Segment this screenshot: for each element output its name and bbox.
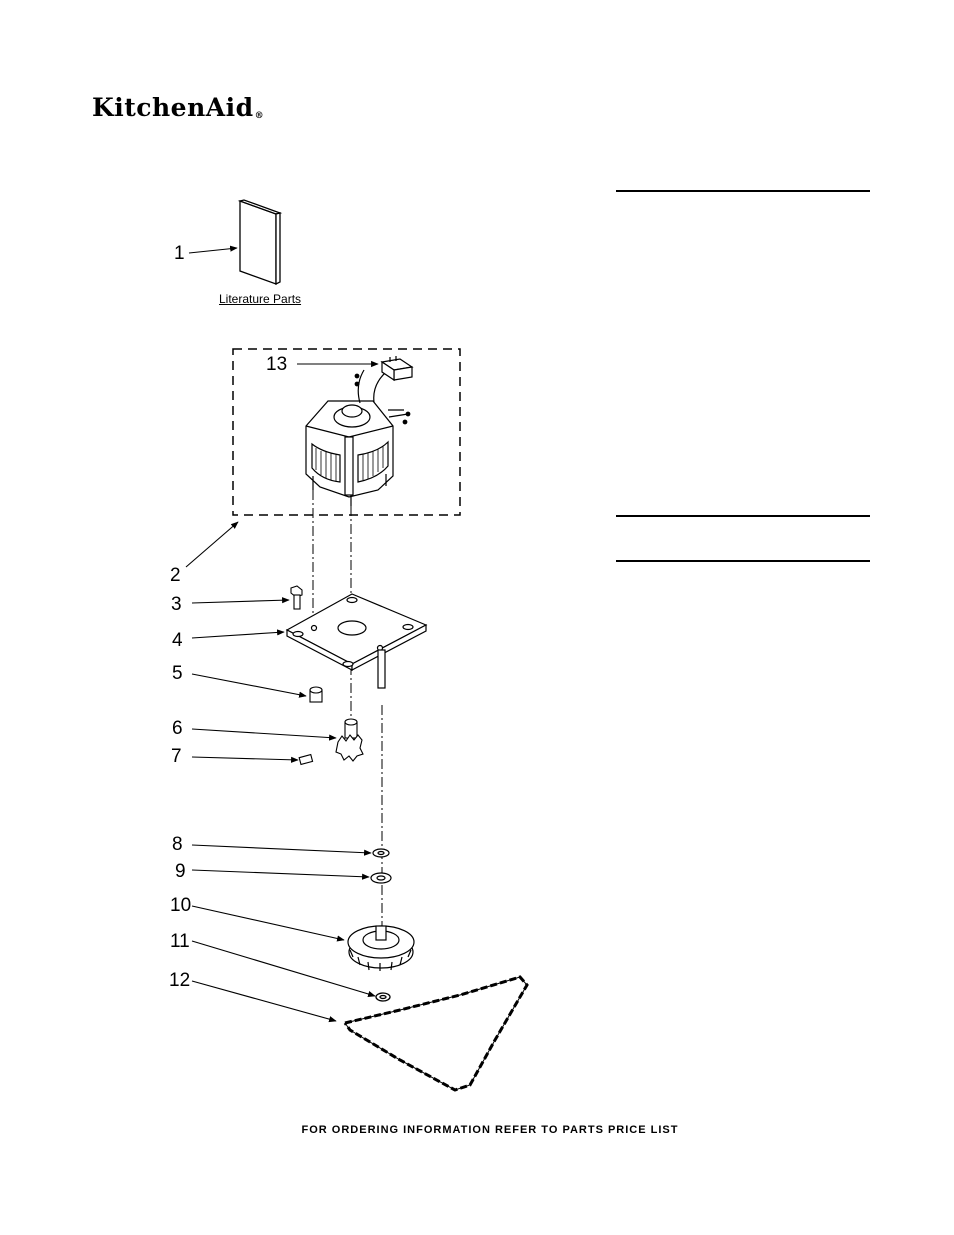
washers xyxy=(370,848,392,884)
nut xyxy=(309,686,323,703)
callout-4: 4 xyxy=(172,630,183,651)
title-rule-top xyxy=(616,190,870,192)
registered-mark: ® xyxy=(254,111,265,121)
screw xyxy=(290,585,303,610)
drive-chain xyxy=(343,975,529,1092)
callout-2: 2 xyxy=(170,565,181,586)
title-rule-middle xyxy=(616,515,870,517)
brand-name: KitchenAid xyxy=(92,93,254,122)
callout-10: 10 xyxy=(170,895,192,916)
callout-11: 11 xyxy=(170,931,190,952)
title-rule-bottom xyxy=(616,560,870,562)
callout-7: 7 xyxy=(171,746,182,767)
callout-9: 9 xyxy=(175,861,186,882)
leader-lines xyxy=(185,245,379,1023)
brand-logo: KitchenAid® xyxy=(92,93,264,122)
literature-parts-label: Literature Parts xyxy=(219,292,302,306)
callout-3: 3 xyxy=(171,594,182,615)
callout-13: 13 xyxy=(266,354,288,375)
set-screw xyxy=(298,753,314,766)
callout-8: 8 xyxy=(172,834,183,855)
literature-booklet xyxy=(237,199,283,286)
callout-1: 1 xyxy=(174,243,185,264)
callout-12: 12 xyxy=(169,970,191,991)
alignment-lines xyxy=(312,490,383,930)
callout-5: 5 xyxy=(172,663,183,684)
motor-assembly-outline xyxy=(232,348,461,516)
large-gear xyxy=(347,925,415,971)
callout-6: 6 xyxy=(172,718,183,739)
retaining-clip xyxy=(375,992,391,1002)
mounting-bracket xyxy=(285,593,428,689)
small-sprocket xyxy=(335,718,364,762)
wire-connector xyxy=(380,356,414,382)
motor xyxy=(305,369,411,506)
ordering-footer: FOR ORDERING INFORMATION REFER TO PARTS … xyxy=(301,1124,679,1136)
